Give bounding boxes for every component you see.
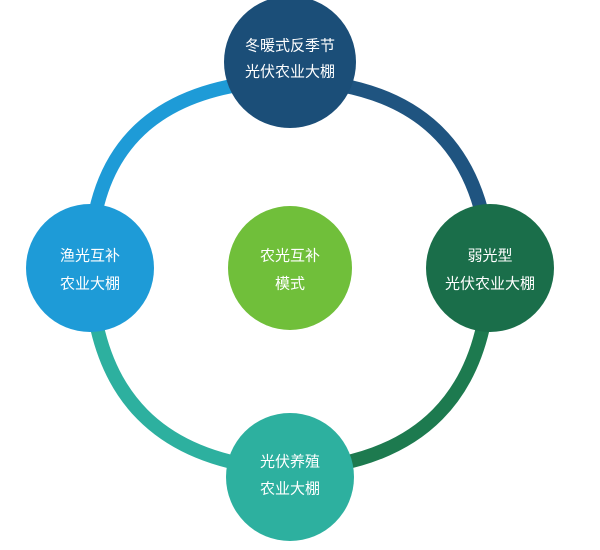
node-center-circle xyxy=(228,206,352,330)
node-top: 冬暖式反季节 光伏农业大棚 xyxy=(224,0,356,128)
node-bottom: 光伏养殖 农业大棚 xyxy=(226,413,354,541)
node-right-line1: 弱光型 xyxy=(467,247,512,265)
node-right-line2: 光伏农业大棚 xyxy=(445,275,535,293)
node-bottom-circle xyxy=(226,413,354,541)
node-center-line1: 农光互补 xyxy=(260,247,320,265)
node-right: 弱光型 光伏农业大棚 xyxy=(426,204,554,332)
node-right-circle xyxy=(426,204,554,332)
node-left-circle xyxy=(26,204,154,332)
node-top-circle xyxy=(224,0,356,128)
node-center-line2: 模式 xyxy=(275,275,305,293)
node-bottom-line2: 农业大棚 xyxy=(260,480,320,498)
node-top-line1: 冬暖式反季节 xyxy=(245,37,335,55)
node-bottom-line1: 光伏养殖 xyxy=(260,453,320,471)
node-top-line2: 光伏农业大棚 xyxy=(245,63,335,81)
node-left-line2: 农业大棚 xyxy=(60,275,120,293)
node-center: 农光互补 模式 xyxy=(228,206,352,330)
node-left-line1: 渔光互补 xyxy=(60,247,120,265)
node-left: 渔光互补 农业大棚 xyxy=(26,204,154,332)
